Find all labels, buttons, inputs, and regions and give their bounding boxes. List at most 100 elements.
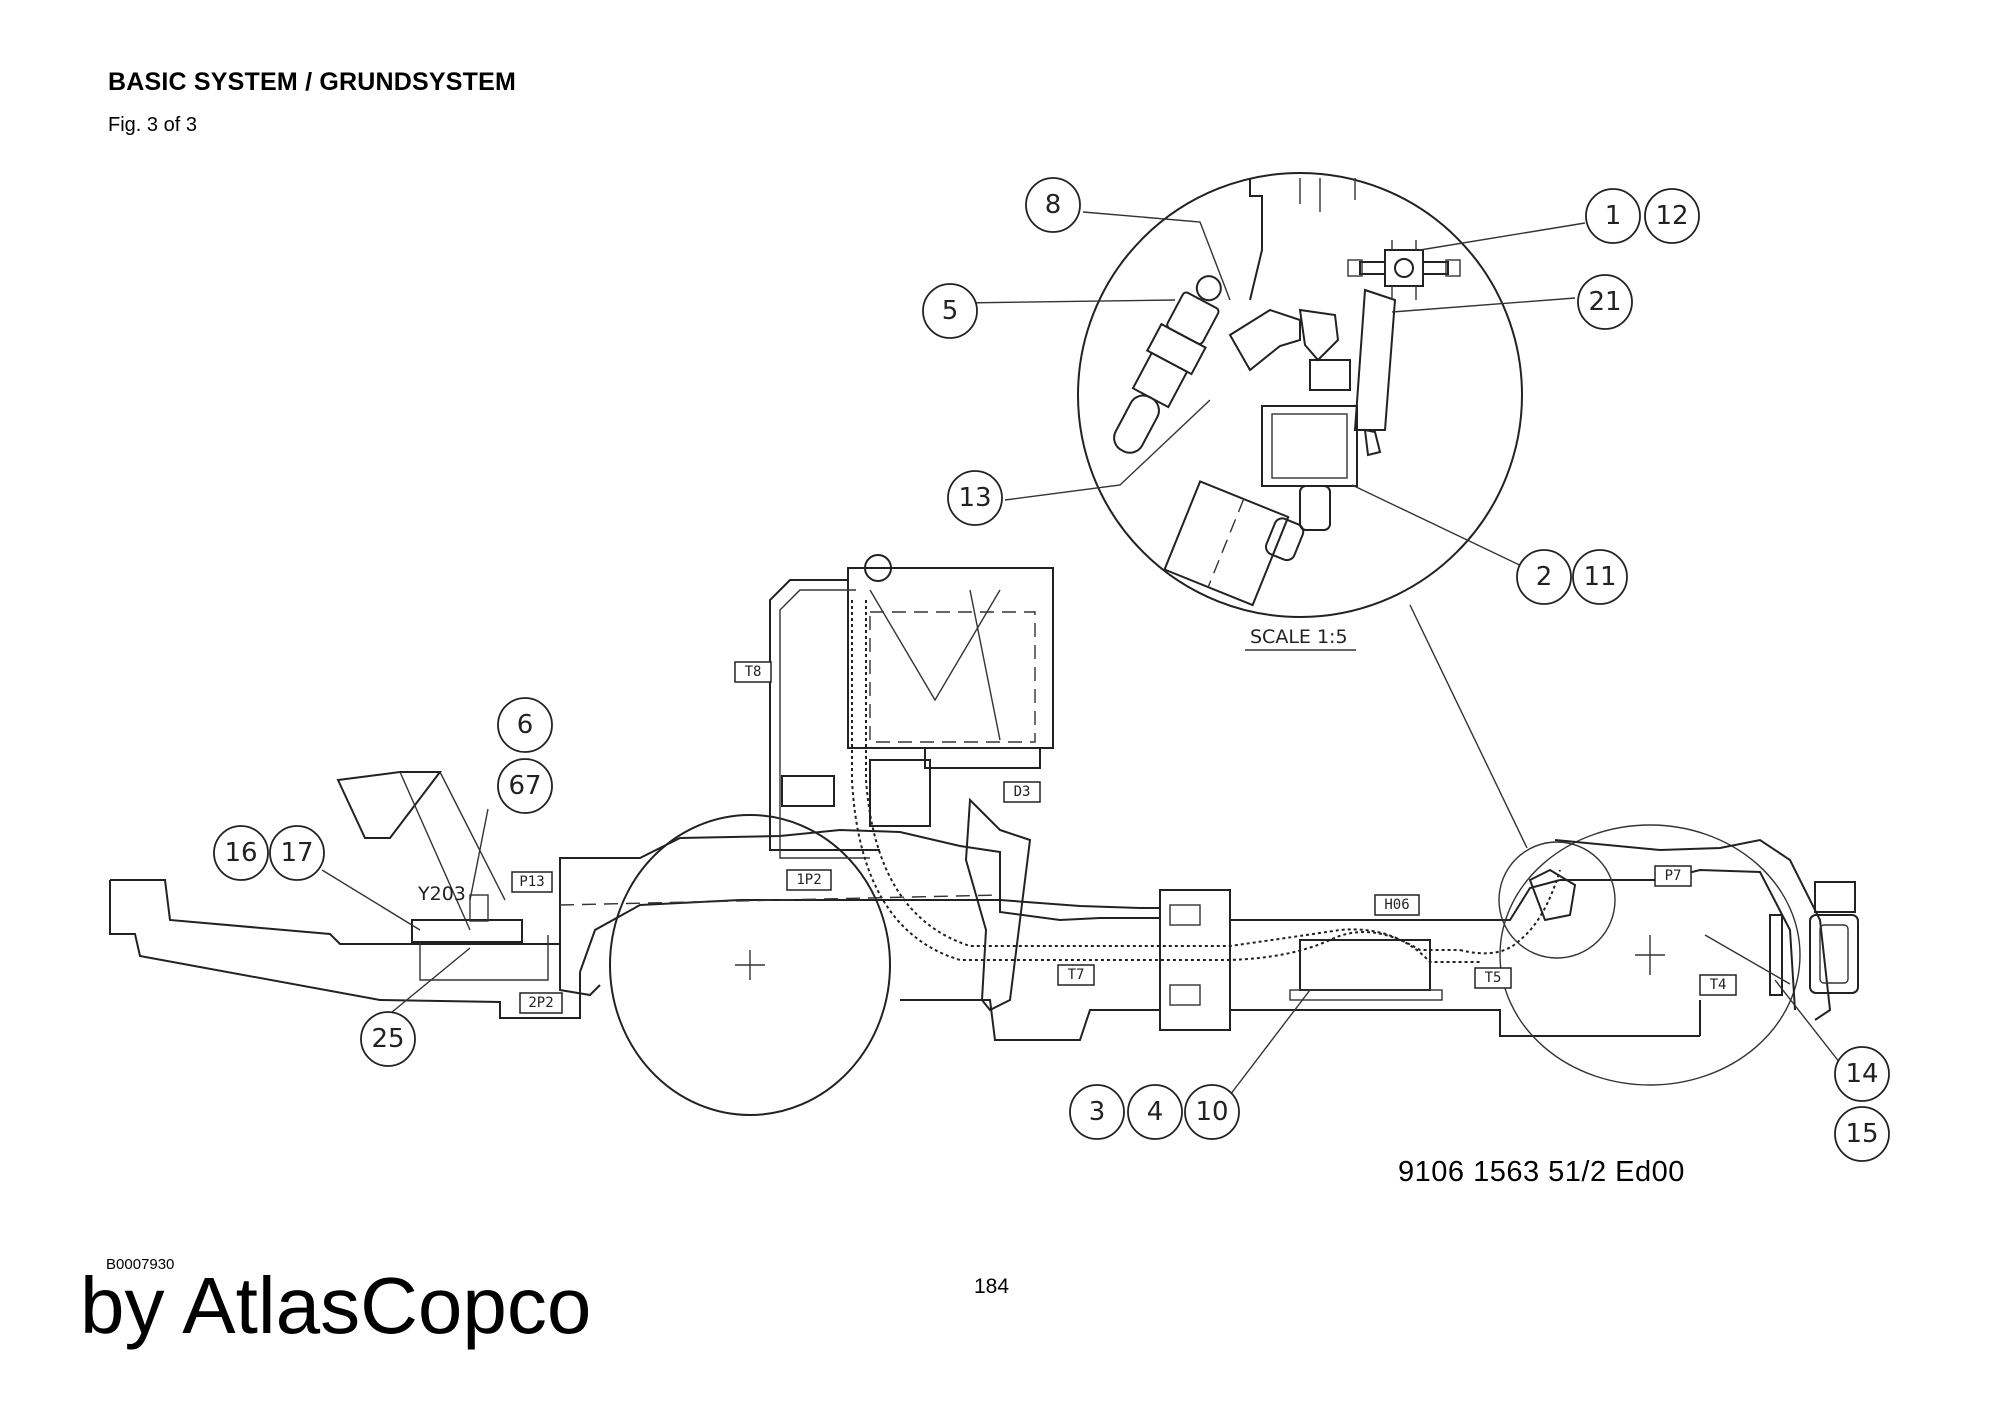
top-fitting	[1347, 240, 1461, 300]
hose-tag-group: T8 P13 1P2 D3 H06 P7 T7 2P2 T5 T4	[511, 661, 1737, 1014]
callout-15: 15	[1834, 1106, 1890, 1162]
leader-2	[1351, 484, 1531, 571]
hose-coupling	[1113, 275, 1222, 454]
pivot-column	[964, 797, 1032, 1012]
detail-cylinder	[1163, 480, 1305, 607]
braided-hose-right	[1459, 869, 1561, 955]
callout-10: 10	[1184, 1084, 1240, 1140]
bracket-arm	[1353, 288, 1397, 431]
callout-2: 2	[1516, 549, 1572, 605]
leader-3	[1229, 989, 1311, 1096]
frame-inner	[579, 899, 1160, 973]
hose-tag-d3: D3	[1003, 781, 1041, 803]
manifold-return-line	[419, 935, 549, 981]
leader-t4	[1704, 934, 1791, 985]
frame-bottom	[900, 999, 1700, 1041]
svg-text:1P2: 1P2	[796, 872, 821, 888]
motor-box	[847, 567, 1054, 749]
motor-box-hidden	[869, 611, 1036, 743]
svg-text:13: 13	[958, 483, 991, 513]
svg-text:4: 4	[1147, 1097, 1164, 1127]
frame-step	[559, 944, 601, 997]
leader-16	[321, 869, 421, 931]
document-id: B0007930	[106, 1256, 175, 1273]
detail-view: SCALE 1:5	[1077, 172, 1528, 849]
figure-subtitle: Fig. 3 of 3	[108, 114, 197, 136]
callout-16: 16	[213, 825, 269, 881]
leader-1	[1419, 222, 1586, 251]
svg-text:H06: H06	[1384, 897, 1409, 913]
callout-25: 25	[360, 1011, 416, 1067]
svg-text:P7: P7	[1665, 868, 1682, 884]
callout-8: 8	[1025, 177, 1081, 233]
leader-5	[959, 299, 1176, 304]
callout-1: 1	[1585, 188, 1641, 244]
locator-valve	[1528, 868, 1577, 922]
hose-tag-t5: T5	[1474, 967, 1512, 989]
detail-leader	[1409, 604, 1528, 849]
scale-label: SCALE 1:5	[1250, 626, 1348, 648]
hose-tag-t7: T7	[1057, 964, 1095, 986]
leader-14	[1774, 979, 1841, 1064]
right-wheel	[1499, 824, 1801, 1086]
leader-13	[1004, 399, 1211, 501]
svg-text:T8: T8	[745, 664, 762, 680]
svg-text:T4: T4	[1710, 977, 1727, 993]
hose-tag-2p2: 2P2	[519, 992, 563, 1014]
right-arm-upper	[1554, 838, 1832, 1021]
callout-12: 12	[1644, 188, 1700, 244]
svg-text:T7: T7	[1068, 967, 1085, 983]
callout-21: 21	[1577, 274, 1633, 330]
hose-tag-p13: P13	[511, 871, 553, 893]
braided-hose-lower	[865, 600, 1480, 963]
side-nipple	[1363, 428, 1382, 457]
small-actuator	[781, 775, 835, 807]
tongue-upper	[110, 879, 420, 945]
component-label-y203: Y203	[417, 883, 466, 905]
svg-text:P13: P13	[519, 874, 544, 890]
svg-text:2P2: 2P2	[528, 995, 553, 1011]
svg-text:3: 3	[1089, 1097, 1106, 1127]
callout-5: 5	[922, 283, 978, 339]
tongue-lower	[109, 880, 581, 1019]
valve-block	[1261, 405, 1358, 487]
callout-group: 8 1 12 5 21 13 2 11 6 67 16 17 25 3 4 10…	[213, 177, 1890, 1162]
elbow-fitting-2	[1298, 308, 1340, 362]
rear-lamp	[1809, 914, 1859, 994]
hose-tag-t4: T4	[1699, 974, 1737, 996]
leader-21	[1391, 297, 1576, 313]
rear-column	[1769, 914, 1783, 996]
machine-outline	[109, 211, 1859, 1116]
svg-text:2: 2	[1536, 562, 1553, 592]
mount-plate	[869, 759, 931, 827]
svg-text:25: 25	[371, 1024, 404, 1054]
svg-text:6: 6	[517, 710, 534, 740]
manifold-y203	[411, 919, 523, 943]
lifting-eye	[864, 554, 892, 582]
svg-text:14: 14	[1845, 1059, 1878, 1089]
detail-circle	[1077, 172, 1523, 618]
motor-mount	[924, 747, 1041, 769]
callout-4: 4	[1127, 1084, 1183, 1140]
page-title: BASIC SYSTEM / GRUNDSYSTEM	[108, 68, 517, 96]
svg-text:17: 17	[280, 838, 313, 868]
tank-stays	[399, 771, 506, 931]
callout-14: 14	[1834, 1046, 1890, 1102]
detail-locator-circle	[1498, 841, 1616, 959]
hose-t8	[769, 579, 880, 851]
svg-text:16: 16	[224, 838, 257, 868]
brand-watermark: by AtlasCopco	[80, 1261, 592, 1350]
hose-tag-p7: P7	[1654, 865, 1692, 887]
rear-lamp-top	[1814, 881, 1856, 913]
valve-block-inner	[1271, 413, 1348, 479]
svg-text:5: 5	[942, 296, 959, 326]
callout-17: 17	[269, 825, 325, 881]
callout-3: 3	[1069, 1084, 1125, 1140]
svg-text:11: 11	[1583, 562, 1616, 592]
hose-tag-t8: T8	[734, 661, 772, 683]
hex-nut	[1309, 359, 1351, 391]
svg-text:1: 1	[1605, 201, 1622, 231]
internal-line	[559, 894, 1001, 906]
